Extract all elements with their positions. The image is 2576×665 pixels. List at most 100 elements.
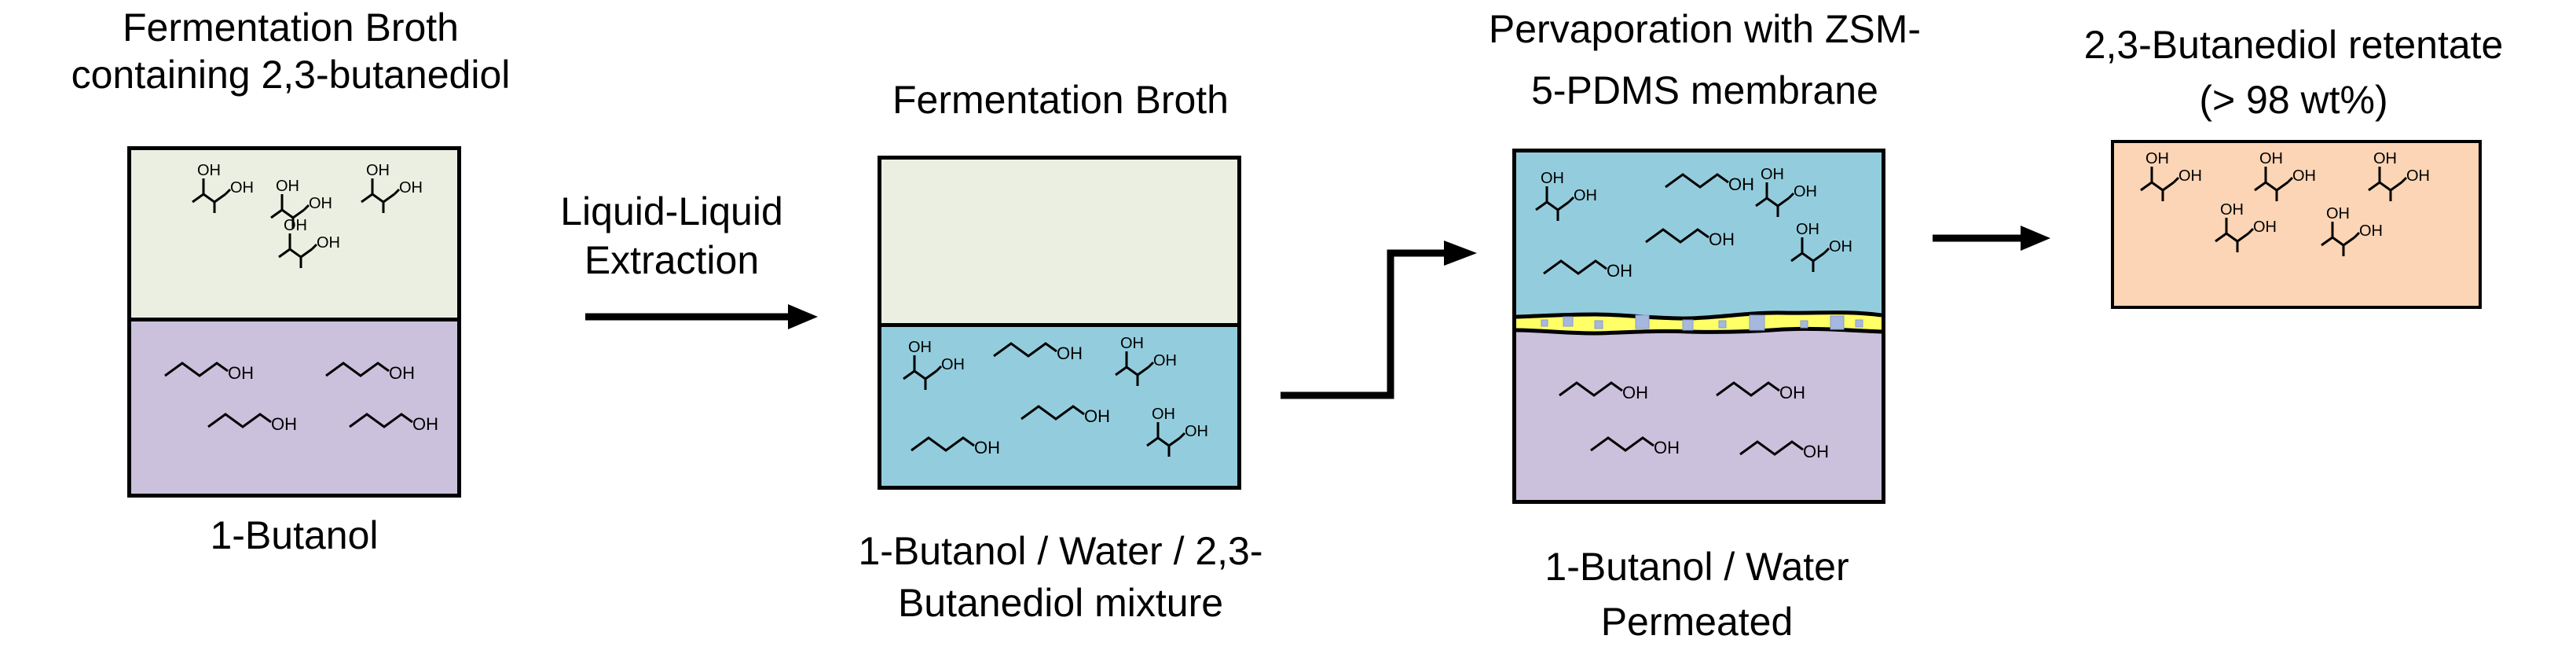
stage1-phase-boundary <box>131 318 457 321</box>
stage1-broth-phase <box>131 150 457 318</box>
hydroxyl-label: OH <box>1654 438 1680 457</box>
hydroxyl-label: OH <box>2326 205 2350 222</box>
stage2-title: Fermentation Broth <box>892 78 1229 122</box>
hydroxyl-label: OH <box>399 179 423 197</box>
butanediol-molecule: OH OH <box>2321 205 2383 256</box>
butanediol-molecule: OH OH <box>270 178 332 229</box>
butanol-molecule: OH <box>1559 381 1648 402</box>
stage3-title-line2: 5-PDMS membrane <box>1531 68 1878 112</box>
hydroxyl-label: OH <box>974 438 1000 457</box>
hydroxyl-label: OH <box>1728 175 1754 194</box>
hydroxyl-label: OH <box>1829 238 1852 255</box>
stage1-title-line2: containing 2,3-butanediol <box>71 53 511 97</box>
butanediol-molecule: OH OH <box>1535 170 1597 221</box>
hydroxyl-label: OH <box>366 162 390 179</box>
butanol-molecule: OH <box>1543 259 1632 281</box>
butanediol-molecule: OH OH <box>2254 150 2316 201</box>
hydroxyl-label: OH <box>230 179 254 197</box>
hydroxyl-label: OH <box>284 217 307 234</box>
butanol-molecule: OH <box>1739 440 1829 461</box>
stage1-bottom-label: 1-Butanol <box>210 513 379 557</box>
hydroxyl-label: OH <box>908 339 932 356</box>
hydroxyl-label: OH <box>2178 167 2202 185</box>
butanol-molecule: OH <box>993 342 1083 363</box>
butanediol-molecule: OH OH <box>2215 201 2277 252</box>
hydroxyl-label: OH <box>2373 150 2397 167</box>
stage3-vessel <box>1512 149 1885 504</box>
butanediol-molecule: OH OH <box>1790 221 1852 272</box>
hydroxyl-label: OH <box>1120 335 1144 352</box>
butanol-molecule: OH <box>1021 405 1110 426</box>
butanediol-molecule: OH OH <box>278 217 340 268</box>
stage2-mixture-phase <box>881 327 1237 486</box>
stage4-title-line1: 2,3-Butanediol retentate <box>2083 23 2504 67</box>
hydroxyl-label: OH <box>941 356 965 373</box>
retentate-arrow <box>1933 226 2050 251</box>
hydroxyl-label: OH <box>1779 383 1805 402</box>
butanediol-molecule: OH OH <box>361 162 423 213</box>
butanediol-molecule: OH OH <box>2140 150 2202 201</box>
hydroxyl-label: OH <box>1761 166 1784 183</box>
hydroxyl-label: OH <box>2145 150 2169 167</box>
butanol-molecule: OH <box>207 413 297 434</box>
butanol-molecule: OH <box>1665 173 1754 194</box>
stage1-butanol-phase <box>131 321 457 494</box>
butanediol-molecule: OH OH <box>903 339 965 390</box>
butanol-molecule: OH <box>325 362 415 383</box>
stage4-title-line2: (> 98 wt%) <box>2199 78 2388 122</box>
butanol-molecule: OH <box>1716 381 1805 402</box>
hydroxyl-label: OH <box>2292 167 2316 185</box>
hydroxyl-label: OH <box>1541 170 1564 187</box>
hydroxyl-label: OH <box>1084 406 1110 426</box>
arrow1-label-line1: Liquid-Liquid <box>560 189 783 233</box>
stage2-bottom-label-line1: 1-Butanol / Water / 2,3- <box>858 529 1263 573</box>
retentate-vessel <box>2111 140 2482 309</box>
hydroxyl-label: OH <box>1185 423 1208 440</box>
arrow1-label-line2: Extraction <box>584 238 760 282</box>
hydroxyl-label: OH <box>1796 221 1819 238</box>
hydroxyl-label: OH <box>412 414 438 434</box>
stage3-bottom-label-line2: Permeated <box>1600 600 1794 644</box>
hydroxyl-label: OH <box>2253 219 2277 236</box>
hydroxyl-label: OH <box>2220 201 2244 219</box>
stage2-vessel <box>878 156 1241 490</box>
butanol-molecule: OH <box>349 413 438 434</box>
hydroxyl-label: OH <box>317 234 340 252</box>
hydroxyl-label: OH <box>228 363 254 383</box>
hydroxyl-label: OH <box>1622 383 1648 402</box>
stage1-title-line1: Fermentation Broth <box>123 6 459 50</box>
feed-arrow <box>1281 241 1477 399</box>
stage2-phase-boundary <box>881 323 1237 327</box>
hydroxyl-label: OH <box>1803 442 1829 461</box>
hydroxyl-label: OH <box>276 178 299 195</box>
butanediol-molecule: OH OH <box>1115 335 1177 386</box>
hydroxyl-label: OH <box>2259 150 2283 167</box>
hydroxyl-label: OH <box>1574 187 1597 204</box>
zeolite-particles <box>1541 314 1863 331</box>
hydroxyl-label: OH <box>309 195 332 212</box>
hydroxyl-label: OH <box>1607 261 1632 281</box>
hydroxyl-label: OH <box>1794 183 1817 200</box>
hydroxyl-label: OH <box>1709 230 1735 249</box>
hydroxyl-label: OH <box>2359 222 2383 240</box>
hydroxyl-label: OH <box>1152 406 1175 423</box>
butanediol-molecule: OH OH <box>1146 406 1208 457</box>
butanediol-molecule: OH OH <box>1755 166 1817 217</box>
stage3-bottom-label-line1: 1-Butanol / Water <box>1545 545 1849 589</box>
butanol-molecule: OH <box>1645 228 1735 249</box>
stage1-vessel <box>127 146 461 498</box>
stage3-title-line1: Pervaporation with ZSM- <box>1488 7 1922 51</box>
extraction-arrow <box>585 304 818 329</box>
stage2-bottom-label-line2: Butanediol mixture <box>897 581 1224 625</box>
butanol-molecule: OH <box>1590 436 1680 457</box>
butanol-molecule: OH <box>911 436 1000 457</box>
hydroxyl-label: OH <box>1153 352 1177 369</box>
hydroxyl-label: OH <box>2406 167 2430 185</box>
hydroxyl-label: OH <box>389 363 415 383</box>
butanol-molecule: OH <box>164 362 254 383</box>
butanediol-molecule: OH OH <box>2368 150 2430 201</box>
hydroxyl-label: OH <box>1057 344 1083 363</box>
hydroxyl-label: OH <box>197 162 221 179</box>
hydroxyl-label: OH <box>271 414 297 434</box>
stage2-broth-phase <box>881 160 1237 323</box>
